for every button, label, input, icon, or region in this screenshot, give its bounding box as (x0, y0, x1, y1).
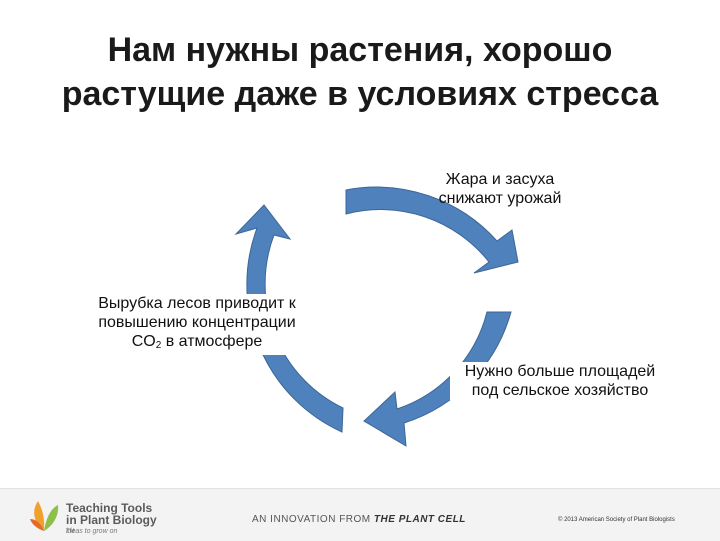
cycle-arrow-deforestation (234, 204, 344, 433)
cycle-arrow-land (363, 311, 512, 447)
cycle-label-land: Нужно больше площадей под сельское хозяй… (450, 362, 670, 400)
leaf-logo-icon (30, 501, 59, 531)
cycle-label-heat: Жара и засуха снижают урожай (438, 171, 562, 207)
co2-line: CO2 в атмосфере (131, 333, 263, 351)
cycle-label-deforestation: Вырубка лесов приводит к повышению конце… (78, 294, 316, 355)
cycle-arrow-heat (345, 186, 519, 274)
copyright-notice: © 2013 American Society of Plant Biologi… (558, 517, 675, 523)
title-line-1: Нам нужны растения, хорошо (107, 31, 613, 69)
brand-tagline: ideas to grow on (66, 528, 118, 535)
title-line-2: растущие даже в условиях стресса (61, 75, 659, 113)
slide-title: Нам нужны растения, хорошо растущие даже… (0, 28, 720, 116)
innovation-credit: AN INNOVATION FROM THE PLANT CELL (252, 514, 466, 525)
